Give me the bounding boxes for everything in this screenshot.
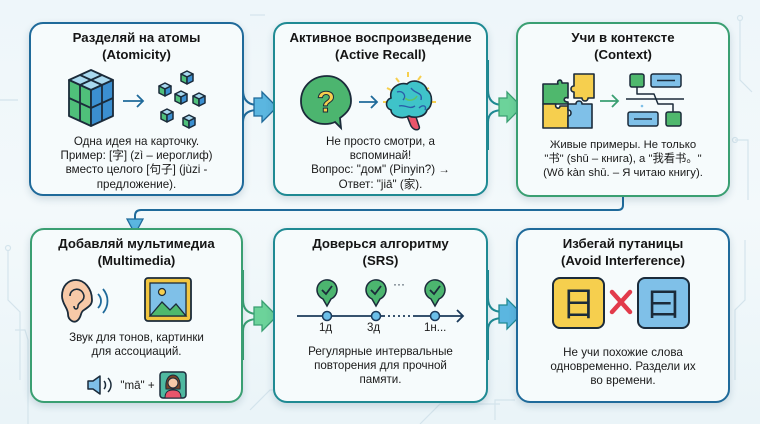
picture-icon bbox=[144, 277, 192, 322]
timeline-nodes bbox=[321, 310, 441, 322]
card-description: Одна идея на карточку. Пример: [字] (zì –… bbox=[60, 135, 213, 191]
question-bubble-icon: ? bbox=[300, 75, 352, 131]
speaker-icon bbox=[87, 375, 113, 395]
card-context: Учи в контексте (Context) bbox=[516, 22, 730, 197]
arrow-right-icon bbox=[600, 94, 620, 108]
card-title: Активное воспроизведение bbox=[289, 30, 472, 45]
card-subtitle: (Multimedia) bbox=[97, 253, 176, 268]
timeline-label: 1д bbox=[319, 322, 333, 334]
connector-3-to-4 bbox=[125, 197, 624, 236]
arrow-right-icon bbox=[123, 94, 145, 108]
card-title: Учи в контексте bbox=[571, 30, 675, 45]
card-srs: Доверься алгоритму (SRS) ··· 1д 3д 1н... bbox=[273, 228, 488, 403]
timeline-label: 1н... bbox=[424, 322, 447, 334]
check-pin-icon bbox=[316, 279, 446, 308]
connector-5-to-6 bbox=[487, 270, 523, 360]
card-avoid-interference: Избегай путаницы (Avoid Interference) 日 … bbox=[516, 228, 730, 403]
puzzle-icon bbox=[542, 73, 595, 129]
card-description: Регулярные интервальные повторения для п… bbox=[308, 345, 453, 387]
cross-icon bbox=[609, 289, 633, 315]
card-description: Не учи похожие слова одновременно. Разде… bbox=[550, 346, 696, 388]
card-description: Живые примеры. Не только "书" (shū – книг… bbox=[543, 139, 703, 180]
timeline-label: 3д bbox=[367, 322, 381, 334]
similar-char-right: 曰 bbox=[647, 285, 681, 325]
structure-diagram-icon bbox=[626, 73, 684, 127]
mother-portrait-icon bbox=[158, 371, 187, 399]
pinyin-example: "mā" + bbox=[120, 378, 155, 392]
cube-block-icon bbox=[68, 69, 114, 127]
card-title: Избегай путаницы bbox=[562, 236, 684, 251]
connector-2-to-3 bbox=[487, 60, 523, 150]
card-title: Разделяй на атомы bbox=[72, 30, 201, 45]
card-title: Доверься алгоритму bbox=[312, 236, 449, 251]
card-description: Не просто смотри, а вспоминай! Вопрос: "… bbox=[311, 135, 450, 191]
card-active-recall: Активное воспроизведение (Active Recall)… bbox=[273, 22, 488, 196]
timeline-labels: 1д 3д 1н... bbox=[275, 322, 486, 336]
multimedia-example: "mā" + bbox=[32, 370, 241, 400]
card-subtitle: (Avoid Interference) bbox=[560, 253, 686, 268]
ear-sound-icon bbox=[61, 279, 109, 323]
brain-icon bbox=[383, 72, 436, 131]
card-subtitle: (Context) bbox=[594, 47, 652, 62]
card-multimedia: Добавляй мультимедиа (Multimedia) Звук д… bbox=[30, 228, 243, 403]
svg-text:?: ? bbox=[317, 86, 335, 119]
char-card-icon: 日 bbox=[552, 277, 605, 329]
arrow-right-icon bbox=[359, 95, 379, 109]
small-cubes-icon bbox=[158, 70, 206, 129]
card-title: Добавляй мультимедиа bbox=[58, 236, 215, 251]
card-subtitle: (SRS) bbox=[362, 253, 399, 268]
connector-4-to-5 bbox=[242, 270, 278, 360]
card-subtitle: (Atomicity) bbox=[102, 47, 171, 62]
similar-char-left: 日 bbox=[562, 285, 596, 325]
connector-1-to-2 bbox=[242, 60, 278, 150]
card-atomicity: Разделяй на атомы (Atomicity) bbox=[29, 22, 244, 196]
card-subtitle: (Active Recall) bbox=[335, 47, 426, 62]
char-card-icon: 曰 bbox=[637, 277, 690, 329]
card-description: Звук для тонов, картинки для ассоциаций. bbox=[69, 331, 204, 359]
timeline-ellipsis-top: ··· bbox=[393, 277, 405, 291]
